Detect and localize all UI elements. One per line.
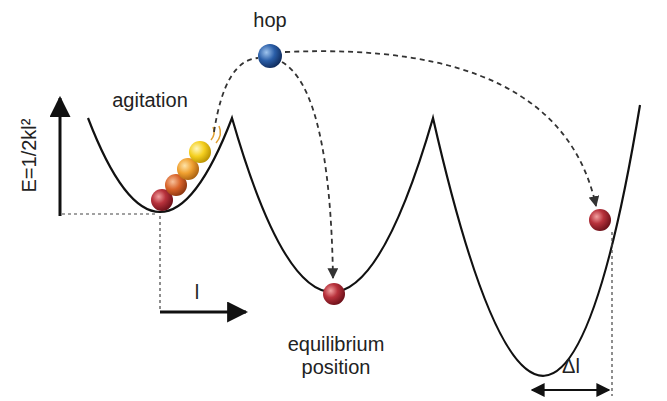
- delta-label: Δl: [562, 355, 580, 378]
- particle: [189, 141, 211, 163]
- hop-path: [285, 51, 596, 206]
- vibration-mark: [216, 126, 220, 143]
- particle: [323, 283, 345, 305]
- displacement-arrow: [160, 311, 246, 314]
- energy-axis: [59, 98, 62, 216]
- reference-line: [62, 213, 158, 214]
- reference-line: [611, 232, 612, 396]
- displacement-label: l: [195, 281, 199, 304]
- energy-label: E=1/2kl²: [19, 118, 42, 192]
- particle: [589, 209, 611, 231]
- equilibrium-label: equilibrium position: [261, 333, 411, 379]
- hopping-particle: [258, 44, 282, 68]
- hop-path: [282, 62, 333, 278]
- delta-arrow: [532, 389, 609, 391]
- hop-path: [214, 58, 258, 132]
- hop-label: hop: [253, 9, 286, 32]
- reference-line: [159, 216, 160, 312]
- agitation-label: agitation: [112, 89, 188, 112]
